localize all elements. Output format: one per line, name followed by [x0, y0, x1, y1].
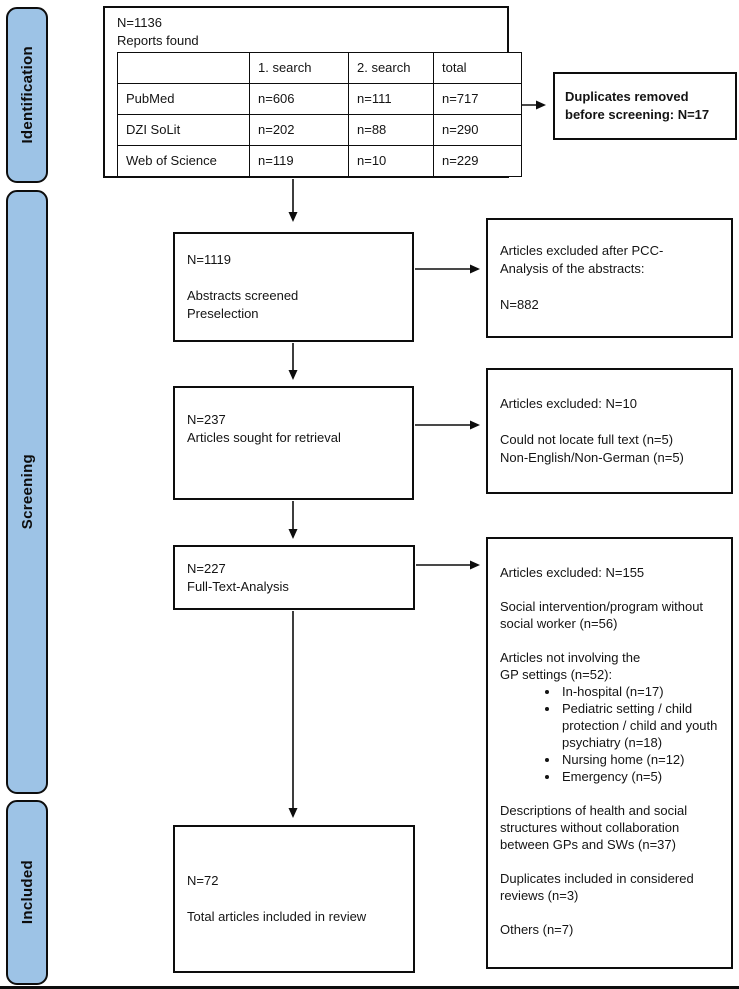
excluded-fulltext-title: Articles excluded: N=155: [500, 565, 645, 580]
table-row-web-of-science: Web of Science n=119 n=10 n=229: [117, 145, 522, 177]
duplicates-removed-box: Duplicates removed before screening: N=1…: [553, 72, 737, 140]
list-item: Emergency (n=5): [560, 768, 721, 785]
table-header-row: 1. search 2. search total: [117, 52, 522, 84]
cell-search2: n=10: [348, 145, 434, 177]
search-results-table: 1. search 2. search total PubMed n=606 n…: [117, 52, 522, 177]
cell-total: n=717: [433, 83, 522, 115]
stage-included: Included: [6, 800, 48, 985]
total-included-box: N=72 Total articles included in review: [173, 825, 415, 973]
fulltext-analysis-box: N=227 Full-Text-Analysis: [173, 545, 415, 610]
excluded-descriptions: Descriptions of health and social struct…: [500, 803, 688, 852]
figure-bottom-rule: [0, 986, 739, 989]
abstracts-screened-n: N=1119: [187, 252, 231, 267]
cell-search2: n=111: [348, 83, 434, 115]
stage-screening-label: Screening: [18, 454, 36, 530]
cell-search1: n=202: [249, 114, 349, 146]
fulltext-n: N=227: [187, 560, 226, 576]
excluded-not-gp-settings: Articles not involving the GP settings (…: [500, 650, 641, 682]
stage-screening: Screening: [6, 190, 48, 794]
header-total: total: [433, 52, 522, 84]
stage-identification: Identification: [6, 7, 48, 183]
stage-identification-label: Identification: [18, 46, 36, 144]
cell-search1: n=119: [249, 145, 349, 177]
excluded-fulltext-box: Articles excluded: N=155 Social interven…: [486, 537, 733, 969]
excluded-social-intervention: Social intervention/program without soci…: [500, 599, 704, 631]
stage-included-label: Included: [18, 860, 36, 925]
header-search1: 1. search: [249, 52, 349, 84]
header-source: [117, 52, 250, 84]
excluded-others: Others (n=7): [500, 922, 574, 937]
header-search2: 2. search: [348, 52, 434, 84]
total-included-label: Total articles included in review: [187, 909, 367, 924]
fulltext-label: Full-Text-Analysis: [187, 578, 289, 594]
cell-source: DZI SoLit: [117, 114, 250, 146]
reports-found-title: N=1136 Reports found: [117, 15, 199, 48]
list-item: Nursing home (n=12): [560, 751, 721, 768]
abstracts-screened-label: Abstracts screened Preselection: [187, 288, 299, 321]
excluded-retrieval-text: Articles excluded: N=10 Could not locate…: [500, 396, 684, 465]
abstracts-screened-box: N=1119 Abstracts screened Preselection: [173, 232, 414, 342]
retrieval-box: N=237 Articles sought for retrieval: [173, 386, 414, 500]
cell-search1: n=606: [249, 83, 349, 115]
excluded-abstracts-text: Articles excluded after PCC- Analysis of…: [500, 243, 664, 312]
duplicates-removed-text: Duplicates removed before screening: N=1…: [565, 89, 710, 122]
reports-found-box: N=1136 Reports found 1. search 2. search…: [103, 6, 522, 178]
cell-source: PubMed: [117, 83, 250, 115]
excluded-settings-list: In-hospital (n=17) Pediatric setting / c…: [500, 683, 721, 785]
retrieval-label: Articles sought for retrieval: [187, 430, 341, 445]
table-row-dzi-solit: DZI SoLit n=202 n=88 n=290: [117, 114, 522, 146]
cell-source: Web of Science: [117, 145, 250, 177]
cell-search2: n=88: [348, 114, 434, 146]
table-row-pubmed: PubMed n=606 n=111 n=717: [117, 83, 522, 115]
retrieval-n: N=237: [187, 412, 226, 427]
excluded-abstracts-box: Articles excluded after PCC- Analysis of…: [486, 218, 733, 338]
excluded-retrieval-box: Articles excluded: N=10 Could not locate…: [486, 368, 733, 494]
list-item: Pediatric setting / child protection / c…: [560, 700, 721, 751]
excluded-duplicates-reviews: Duplicates included in considered review…: [500, 871, 694, 903]
list-item: In-hospital (n=17): [560, 683, 721, 700]
total-included-n: N=72: [187, 873, 219, 888]
cell-total: n=290: [433, 114, 522, 146]
cell-total: n=229: [433, 145, 522, 177]
